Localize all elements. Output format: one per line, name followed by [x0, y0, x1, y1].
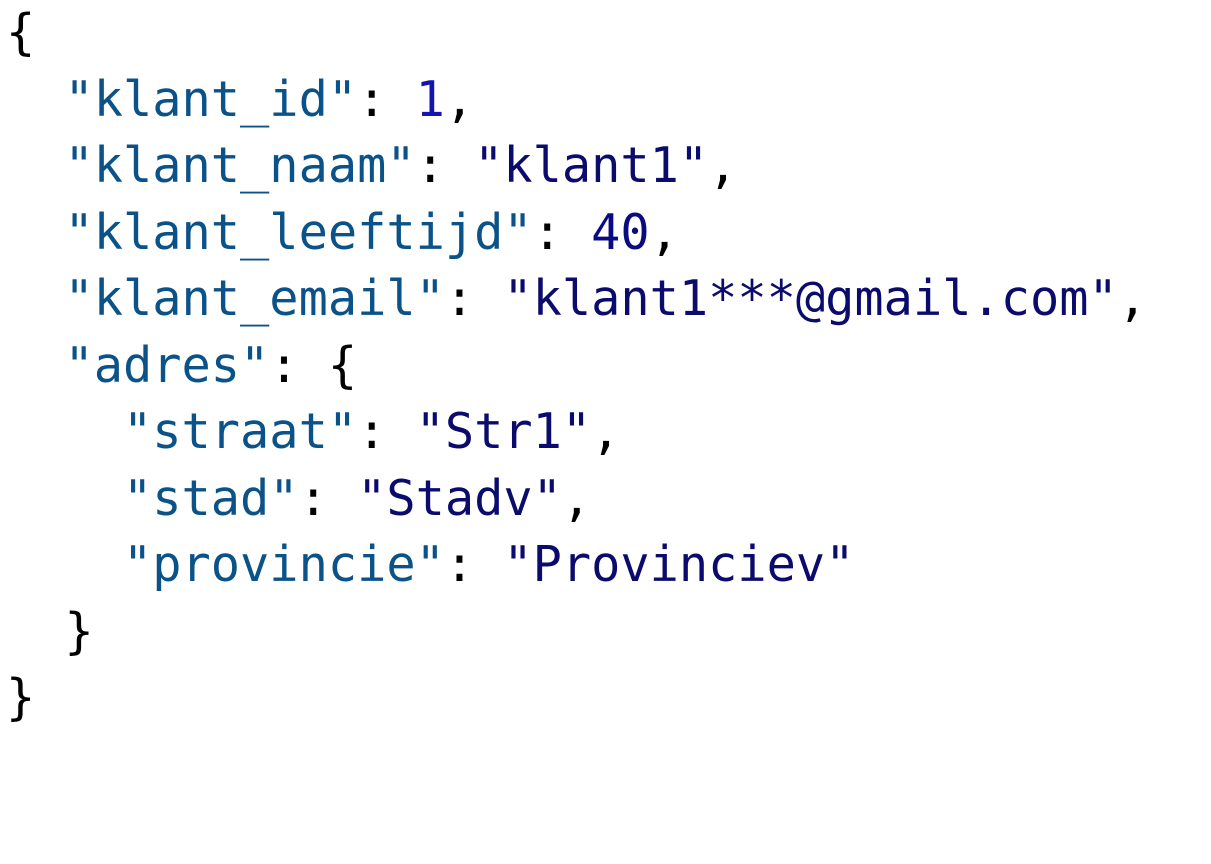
value-klant-id: 1 [415, 71, 445, 128]
value-straat: "Str1" [415, 404, 592, 460]
key-provincie: "provincie" [123, 537, 445, 593]
value-klant-email: "klant1***@gmail.com" [503, 271, 1118, 327]
key-klant-leeftijd: "klant_leeftijd" [64, 204, 533, 261]
key-klant-id: "klant_id" [64, 71, 358, 128]
value-klant-leeftijd: 40 [591, 204, 650, 261]
value-provincie: "Provinciev" [503, 537, 855, 593]
json-code-block: { "klant_id": 1, "klant_naam": "klant1",… [6, 5, 1147, 726]
key-straat: "straat" [123, 404, 358, 460]
value-stad: "Stadv" [357, 470, 562, 527]
value-klant-naam: "klant1" [474, 138, 709, 194]
key-klant-email: "klant_email" [64, 271, 445, 327]
key-adres: "adres" [64, 337, 270, 394]
key-klant-naam: "klant_naam" [64, 138, 416, 194]
key-stad: "stad" [123, 470, 299, 527]
